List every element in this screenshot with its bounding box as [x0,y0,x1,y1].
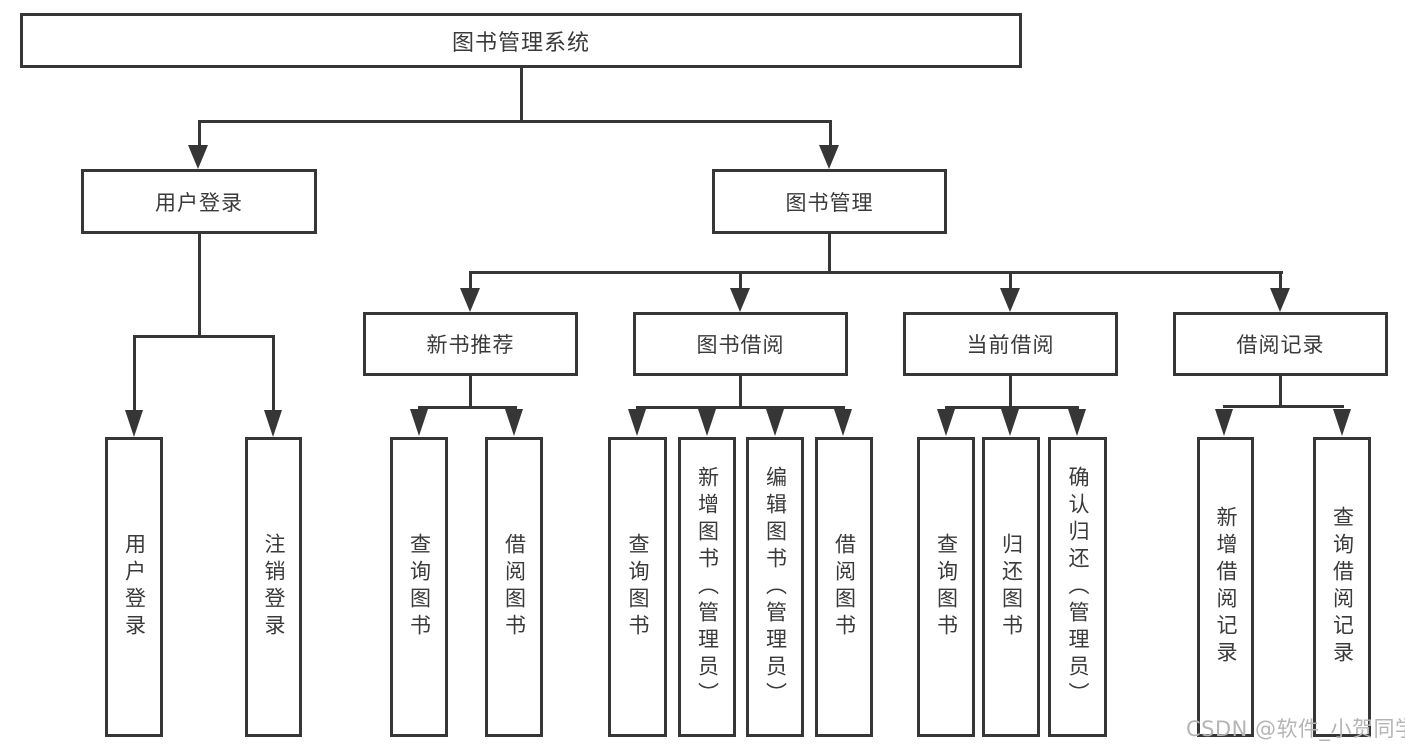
leaf-borrow-book-recommend: 借阅图书 [485,437,543,737]
connector-root-vline [520,68,523,120]
leaf-return-book: 归还图书 [982,437,1040,737]
node-book-borrow: 图书借阅 [633,312,848,376]
leaf-borrow-book-recommend-label: 借阅图书 [502,533,527,641]
leaf-edit-book-admin: 编辑图书（管理员） [746,437,804,737]
connector-book-borrow-vline [739,376,742,409]
arrowhead-to-logout-leaf [264,410,282,437]
arrowhead-to-query-record [1333,409,1351,436]
arrowhead-to-borrow-records [1270,288,1290,312]
arrowhead-to-query-book-3 [937,409,955,436]
arrowhead-to-add-record [1215,409,1233,436]
leaf-add-book-admin: 新增图书（管理员） [678,437,736,737]
connector-stem-login-leaf [133,335,136,414]
leaf-confirm-return-admin-label: 确认归还（管理员） [1066,465,1091,709]
node-current-borrow-label: 当前借阅 [966,333,1055,357]
connector-new-book-hline [418,406,517,409]
arrowhead-to-user-login [188,145,208,169]
connector-stem-book-borrow [739,271,742,291]
leaf-query-book-current: 查询图书 [917,437,975,737]
arrowhead-to-book-management [819,145,839,169]
arrowhead-to-login-leaf [125,410,143,437]
connector-stem-user-login [198,120,201,147]
arrowhead-to-borrow-book-2 [834,409,852,436]
connector-user-login-vline [198,234,201,338]
leaf-borrow-book: 借阅图书 [815,437,873,737]
leaf-query-book-recommend: 查询图书 [390,437,448,737]
node-borrow-records-label: 借阅记录 [1236,333,1325,357]
arrowhead-to-borrow-book-1 [505,409,523,436]
leaf-add-borrow-record: 新增借阅记录 [1197,437,1254,737]
node-current-borrow: 当前借阅 [903,312,1118,376]
node-user-login: 用户登录 [81,169,317,234]
leaf-user-login: 用户登录 [105,437,163,737]
connector-borrow-records-hline [1223,405,1344,408]
connector-borrow-records-vline [1279,376,1282,407]
connector-stem-logout-leaf [272,335,275,414]
leaf-borrow-book-label: 借阅图书 [832,533,857,641]
leaf-query-book-borrow-label: 查询图书 [626,533,651,641]
connector-new-book-vline [469,376,472,409]
leaf-confirm-return-admin: 确认归还（管理员） [1048,437,1107,737]
arrowhead-to-query-book-2 [628,409,646,436]
node-new-book-recommend: 新书推荐 [363,312,578,376]
leaf-query-book-current-label: 查询图书 [934,533,959,641]
leaf-query-borrow-record: 查询借阅记录 [1313,437,1371,737]
arrowhead-to-edit-book [766,409,784,436]
connector-stem-book-management [829,120,832,147]
leaf-add-borrow-record-label: 新增借阅记录 [1214,506,1239,668]
node-root-label: 图书管理系统 [451,30,590,56]
arrowhead-to-current-borrow [1000,288,1020,312]
arrowhead-to-book-borrow [730,288,750,312]
leaf-query-book-borrow: 查询图书 [608,437,667,737]
node-borrow-records: 借阅记录 [1173,312,1388,376]
arrowhead-to-return-book [1001,409,1019,436]
connector-user-login-hline [133,335,275,338]
arrowhead-to-query-book-1 [410,409,428,436]
csdn-watermark: CSDN @软件_小贺同学 [1186,717,1405,741]
arrowhead-to-add-book [698,409,716,436]
node-root-library-system: 图书管理系统 [20,13,1022,68]
leaf-edit-book-admin-label: 编辑图书（管理员） [763,465,788,709]
leaf-query-book-recommend-label: 查询图书 [407,533,432,641]
leaf-logout: 注销登录 [245,437,302,737]
connector-stem-new-book [469,271,472,291]
connector-book-management-vline [828,234,831,274]
connector-book-management-hline [469,271,1283,274]
arrowhead-to-new-book [460,288,480,312]
node-book-borrow-label: 图书借阅 [696,333,785,357]
node-new-book-recommend-label: 新书推荐 [426,333,515,357]
connector-current-borrow-vline [1009,376,1012,409]
leaf-user-login-label: 用户登录 [122,533,147,641]
arrowhead-to-confirm-return [1068,409,1086,436]
connector-root-hline [198,120,832,123]
leaf-add-book-admin-label: 新增图书（管理员） [695,465,720,709]
connector-book-borrow-hline [636,406,845,409]
leaf-return-book-label: 归还图书 [999,533,1024,641]
node-book-management-label: 图书管理 [785,190,874,215]
leaf-query-borrow-record-label: 查询借阅记录 [1330,506,1355,668]
connector-stem-borrow-records [1279,271,1282,291]
leaf-logout-label: 注销登录 [262,533,287,641]
node-book-management: 图书管理 [712,169,947,234]
connector-stem-current-borrow [1009,271,1012,291]
connector-current-borrow-hline [945,406,1079,409]
node-user-login-label: 用户登录 [155,190,243,215]
